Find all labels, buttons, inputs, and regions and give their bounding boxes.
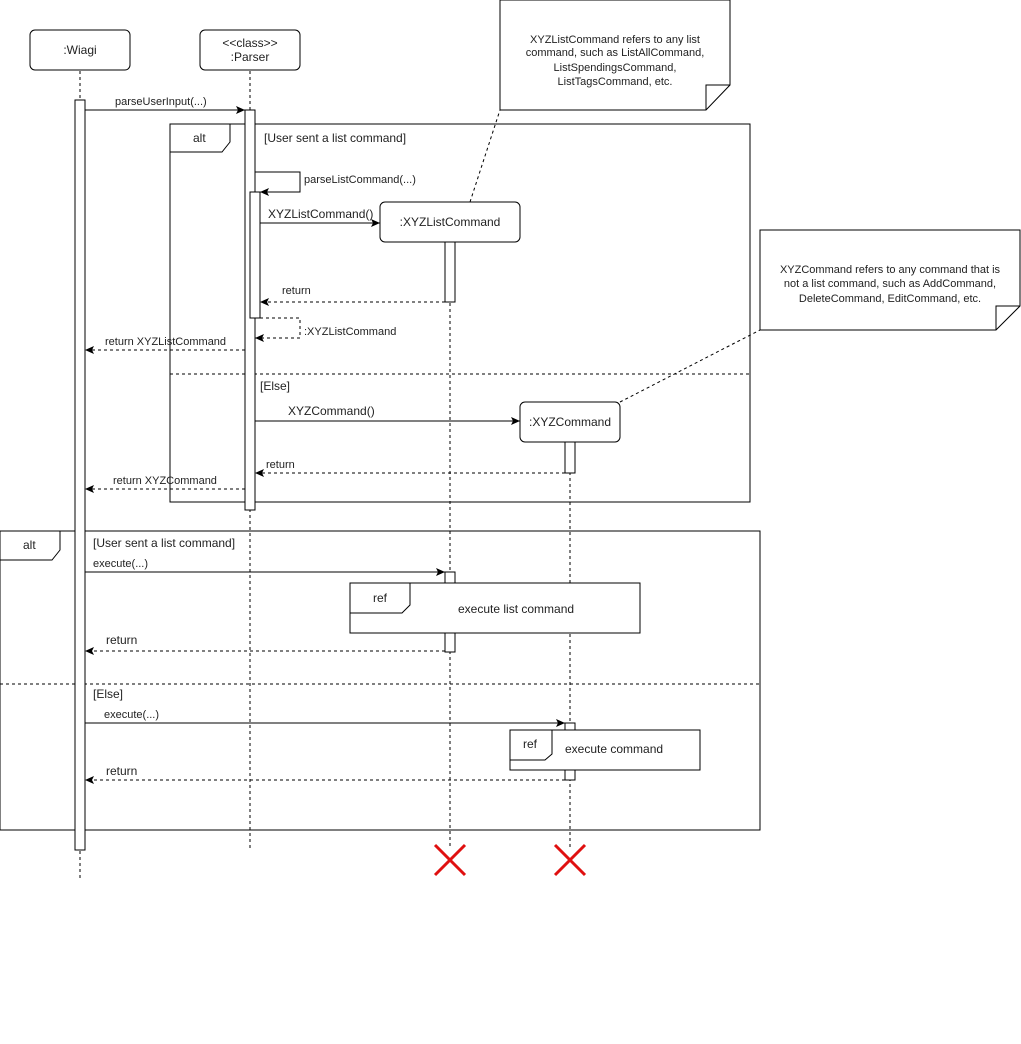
- message-return-2[interactable]: return: [255, 459, 565, 477]
- message-parse-list-command[interactable]: parseListCommand(...): [255, 171, 416, 196]
- message-create-xyz-command[interactable]: XYZCommand(): [255, 404, 520, 425]
- alt-frame-execute: alt [User sent a list command] [Else]: [0, 530, 761, 831]
- svg-text:return: return: [106, 764, 137, 778]
- message-parse-user-input[interactable]: parseUserInput(...): [85, 96, 245, 114]
- svg-text:return XYZListCommand: return XYZListCommand: [105, 336, 226, 348]
- note-list-line-2: command, such as ListAllCommand,: [526, 47, 705, 59]
- activation-xyz-list-command-create: [444, 241, 456, 303]
- note-list-line-4: ListTagsCommand, etc.: [558, 76, 673, 88]
- alt-frame-parse-guard-if: [User sent a list command]: [264, 131, 406, 145]
- message-return-1[interactable]: return: [260, 285, 445, 306]
- alt-frame-execute-guard-else: [Else]: [93, 687, 123, 701]
- participant-parser-label: :Parser: [231, 50, 270, 64]
- destroy-xyz-command: [553, 843, 587, 877]
- participant-xyz-list-command[interactable]: :XYZListCommand: [379, 201, 521, 243]
- participant-parser-stereotype: <<class>>: [222, 36, 277, 50]
- destroy-xyz-list-command: [433, 843, 467, 877]
- alt-frame-parse: alt [User sent a list command] [Else]: [169, 123, 751, 503]
- note-command-line-3: DeleteCommand, EditCommand, etc.: [799, 293, 981, 305]
- message-execute-command[interactable]: execute(...): [85, 709, 565, 727]
- svg-text:return: return: [282, 285, 311, 297]
- note-xyz-list-command: XYZListCommand refers to any list comman…: [469, 0, 731, 203]
- message-return-xyz-command[interactable]: return XYZCommand: [85, 475, 245, 493]
- svg-text:execute(...): execute(...): [93, 558, 148, 570]
- activation-wiagi: [74, 99, 86, 851]
- ref-execute-command[interactable]: ref execute command: [509, 729, 701, 771]
- svg-text:execute(...): execute(...): [104, 709, 159, 721]
- alt-frame-execute-guard-if: [User sent a list command]: [93, 536, 235, 550]
- participant-xyz-command[interactable]: :XYZCommand: [519, 401, 621, 443]
- alt-frame-parse-guard-else: [Else]: [260, 379, 290, 393]
- participant-wiagi[interactable]: :Wiagi: [29, 29, 131, 71]
- svg-text:XYZListCommand(): XYZListCommand(): [268, 207, 373, 221]
- message-create-xyz-list-command[interactable]: XYZListCommand(): [260, 207, 380, 227]
- message-return-3[interactable]: return: [85, 633, 445, 655]
- participant-xyz-list-command-label: :XYZListCommand: [400, 215, 501, 229]
- message-return-xyz-list-command[interactable]: return XYZListCommand: [85, 336, 245, 354]
- svg-text:XYZCommand(): XYZCommand(): [288, 404, 375, 418]
- alt-frame-execute-tag: alt: [23, 538, 36, 552]
- note-list-line-3: ListSpendingsCommand,: [554, 62, 677, 74]
- activation-parser-nested: [249, 191, 261, 319]
- ref-execute-command-tag: ref: [523, 737, 538, 751]
- participant-xyz-command-label: :XYZCommand: [529, 415, 611, 429]
- activation-xyz-command-create: [564, 441, 576, 474]
- svg-text:return: return: [106, 633, 137, 647]
- ref-execute-list-command-label: execute list command: [458, 602, 574, 616]
- ref-execute-list-command-tag: ref: [373, 591, 388, 605]
- svg-text:parseListCommand(...): parseListCommand(...): [304, 174, 416, 186]
- svg-text:return: return: [266, 459, 295, 471]
- message-return-4[interactable]: return: [85, 764, 565, 784]
- note-command-line-2: not a list command, such as AddCommand,: [784, 278, 996, 290]
- ref-execute-command-label: execute command: [565, 742, 663, 756]
- message-execute-list[interactable]: execute(...): [85, 558, 445, 576]
- note-command-line-1: XYZCommand refers to any command that is: [780, 264, 1001, 276]
- svg-text:parseUserInput(...): parseUserInput(...): [115, 96, 207, 108]
- note-xyz-command: XYZCommand refers to any command that is…: [619, 229, 1021, 403]
- alt-frame-parse-tag: alt: [193, 131, 206, 145]
- svg-text::XYZListCommand: :XYZListCommand: [304, 326, 396, 338]
- participant-wiagi-label: :Wiagi: [63, 43, 96, 57]
- participant-parser[interactable]: <<class>> :Parser: [199, 29, 301, 71]
- message-self-return-xyz-list-command[interactable]: :XYZListCommand: [255, 317, 396, 342]
- ref-execute-list-command[interactable]: ref execute list command: [349, 582, 641, 634]
- note-list-line-1: XYZListCommand refers to any list: [530, 34, 700, 46]
- svg-text:return XYZCommand: return XYZCommand: [113, 475, 217, 487]
